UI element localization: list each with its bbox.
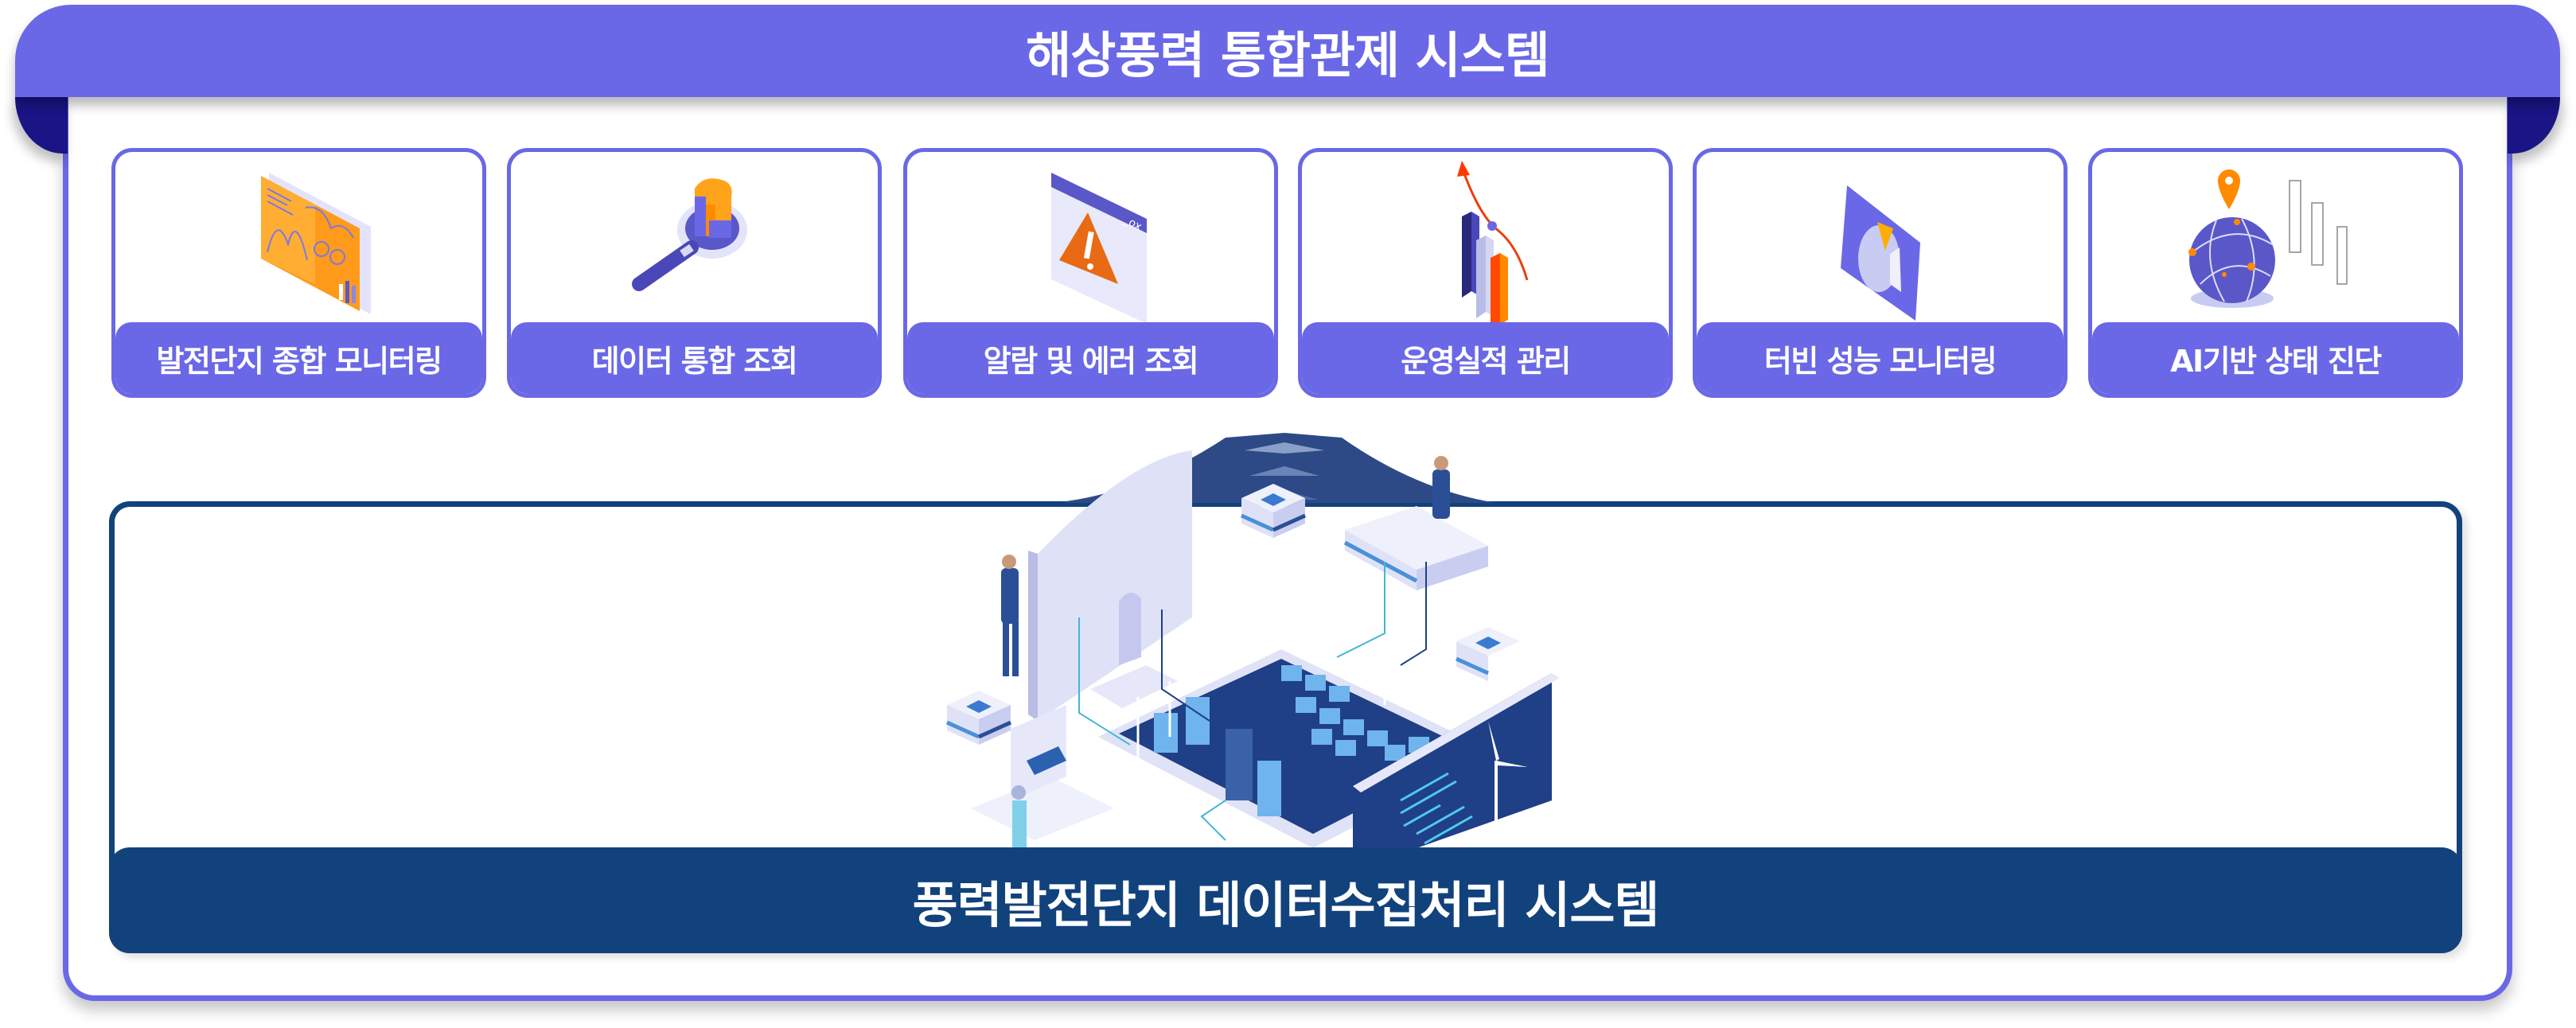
module-label: 운영실적 관리 xyxy=(1302,322,1669,394)
data-system-caption-bar: 풍력발전단지 데이터수집처리 시스템 xyxy=(109,847,2462,953)
page-title: 해상풍력 통합관제 시스템 xyxy=(1026,26,1550,84)
module-card-data-query[interactable]: 데이터 통합 조회 xyxy=(507,148,882,398)
module-label: 터빈 성능 모니터링 xyxy=(1697,322,2064,394)
banner-fold-left xyxy=(15,97,68,154)
globe-network-icon xyxy=(2092,158,2459,330)
wind-farm-illustration xyxy=(939,426,1568,848)
module-card-turbine-performance[interactable]: 터빈 성능 모니터링 xyxy=(1693,148,2067,398)
dashboard-tablet-icon xyxy=(115,158,482,330)
module-label: 발전단지 종합 모니터링 xyxy=(115,322,482,394)
module-label: 데이터 통합 조회 xyxy=(511,322,878,394)
banner-fold-right xyxy=(2508,97,2560,154)
data-system-caption: 풍력발전단지 데이터수집처리 시스템 xyxy=(912,875,1660,934)
module-card-alarm-error[interactable]: _ox 알람 및 에러 조회 xyxy=(903,148,1278,398)
pie-chart-panel-icon xyxy=(1697,158,2064,330)
magnifier-chart-icon xyxy=(511,158,878,330)
module-card-plant-monitoring[interactable]: 발전단지 종합 모니터링 xyxy=(111,148,486,398)
title-banner: 해상풍력 통합관제 시스템 xyxy=(15,5,2560,97)
bar-chart-trend-icon xyxy=(1302,158,1669,330)
module-card-ai-diagnosis[interactable]: AI기반 상태 진단 xyxy=(2088,148,2463,398)
module-label: 알람 및 에러 조회 xyxy=(907,322,1274,394)
module-label: AI기반 상태 진단 xyxy=(2092,322,2459,394)
warning-window-icon: _ox xyxy=(907,158,1274,330)
module-card-operations[interactable]: 운영실적 관리 xyxy=(1298,148,1673,398)
